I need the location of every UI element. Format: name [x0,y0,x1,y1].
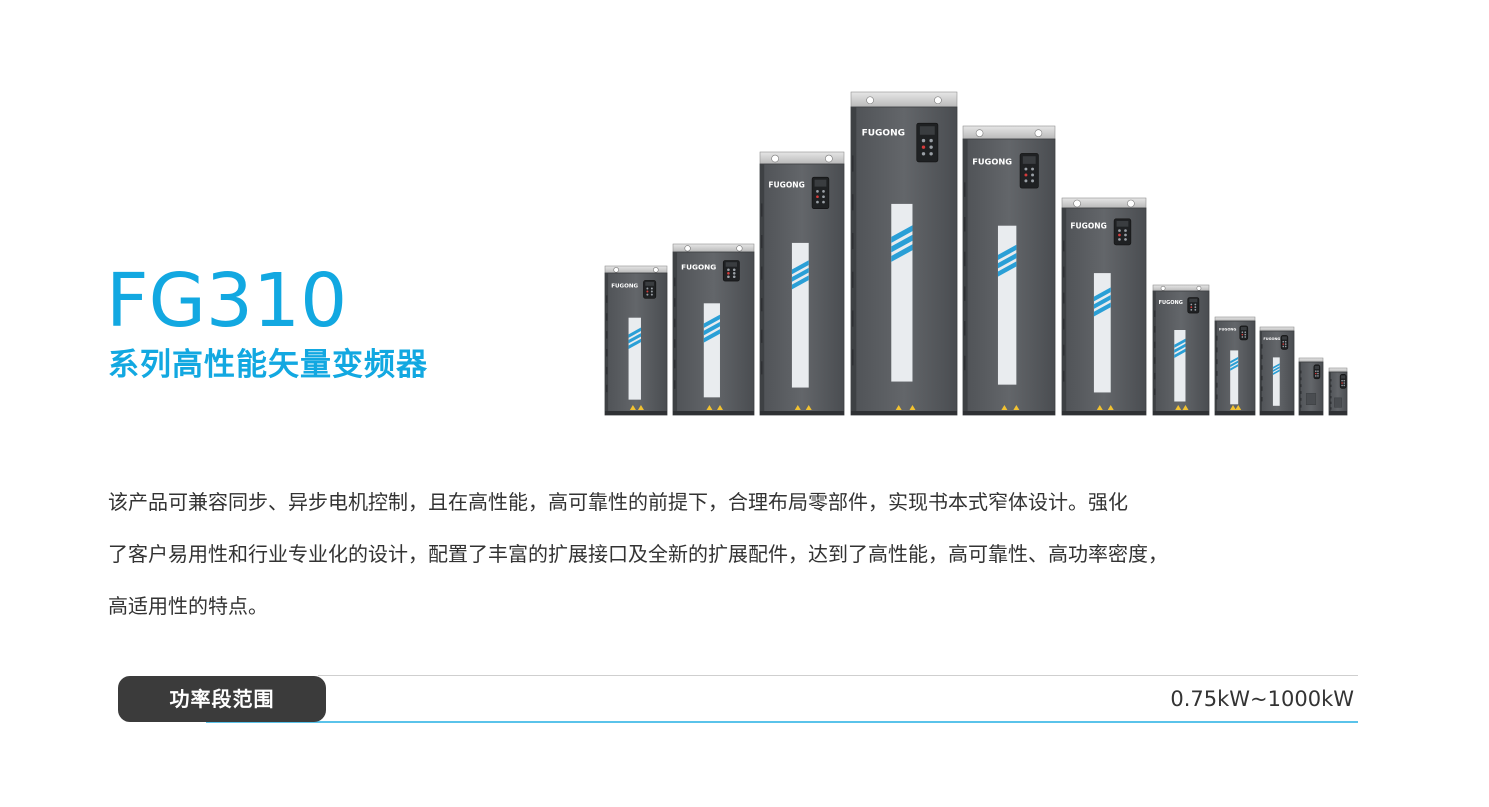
warning-icon [895,405,902,410]
warning-icon [1235,405,1242,410]
inverter-unit [1328,367,1348,416]
inverter-unit: FUGONG [962,125,1056,416]
warning-icon [1107,405,1114,410]
warning-icon [1013,405,1020,410]
brand-label: FUGONG [681,263,716,272]
brand-label: FUGONG [1219,327,1236,331]
brand-label: FUGONG [862,128,905,138]
power-range-row: 功率段范围 0.75kW~1000kW [118,674,1358,724]
product-lineup-image: FUGONG FUGONG FUGONG FUGONG FUGONG FUGONG FUGO… [604,91,1348,416]
inverter-unit: FUGONG [672,243,755,416]
warning-icon [706,405,713,410]
description-line: 高适用性的特点。 [108,594,268,618]
brand-label: FUGONG [1263,337,1280,341]
warning-icon [794,405,801,410]
warning-icon [805,405,812,410]
brand-label: FUGONG [972,157,1012,167]
inverter-unit: FUGONG [850,91,958,416]
description-line: 了客户易用性和行业专业化的设计，配置了丰富的扩展接口及全新的扩展配件，达到了高性… [108,542,1168,566]
power-range-value: 0.75kW~1000kW [1170,687,1354,711]
product-description: 该产品可兼容同步、异步电机控制，且在高性能，高可靠性的前提下，合理布局零部件，实… [108,476,1358,632]
inverter-unit: FUGONG [1152,284,1210,416]
inverter-unit: FUGONG [604,265,668,416]
inverter-unit [1298,357,1324,416]
brand-label: FUGONG [1159,300,1183,306]
power-range-label: 功率段范围 [118,676,326,722]
inverter-unit: FUGONG [1061,197,1147,416]
brand-label: FUGONG [768,180,804,189]
inverter-unit: FUGONG [759,151,845,416]
product-model-title: FG310 [106,258,348,344]
brand-label: FUGONG [611,284,638,290]
warning-icon [637,405,644,410]
warning-icon [1096,405,1103,410]
accent-line [206,721,1358,723]
description-line: 该产品可兼容同步、异步电机控制，且在高性能，高可靠性的前提下，合理布局零部件，实… [108,490,1128,514]
inverter-unit: FUGONG [1214,316,1256,416]
inverter-unit: FUGONG [1259,326,1295,416]
product-subtitle: 系列高性能矢量变频器 [108,347,428,383]
warning-icon [1230,405,1236,410]
warning-icon [1001,405,1008,410]
brand-label: FUGONG [1070,222,1106,231]
divider-line [318,675,1358,676]
warning-icon [1175,405,1182,410]
warning-icon [716,405,723,410]
warning-icon [1182,405,1189,410]
warning-icon [909,405,916,410]
warning-icon [629,405,636,410]
